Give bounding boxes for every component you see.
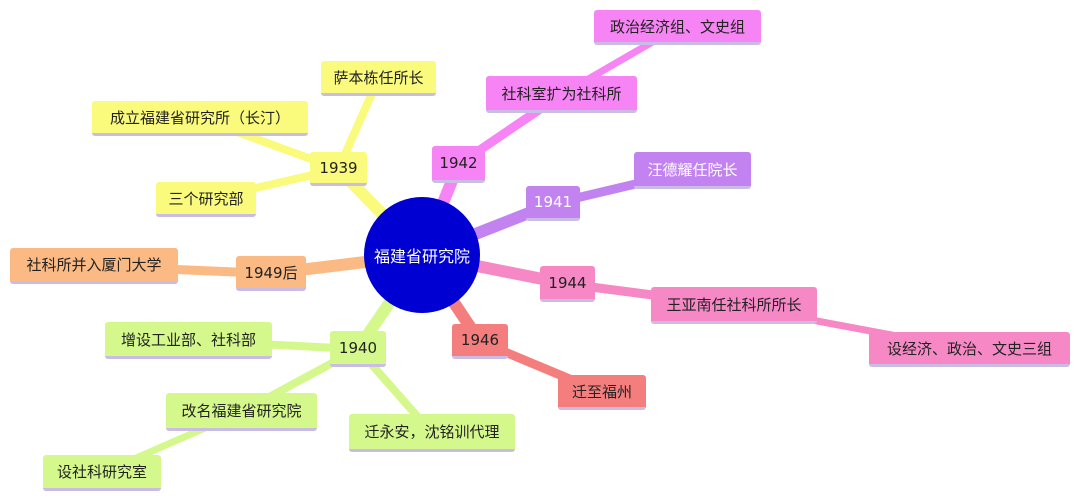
node-1942[interactable]: 1942 xyxy=(432,146,485,183)
node-move-fuzhou[interactable]: 迁至福州 xyxy=(558,375,646,410)
node-wang-deyao[interactable]: 汪德耀任院长 xyxy=(634,152,751,189)
node-wang-yanan[interactable]: 王亚南任社科所所长 xyxy=(651,287,817,324)
node-founded-changting[interactable]: 成立福建省研究所（长汀） xyxy=(92,101,308,136)
node-sa-bendong[interactable]: 萨本栋任所长 xyxy=(321,61,436,96)
node-social-science-institute[interactable]: 社科室扩为社科所 xyxy=(486,76,637,113)
node-merge-xiamen-university[interactable]: 社科所并入厦门大学 xyxy=(10,248,178,284)
node-rename-institute[interactable]: 改名福建省研究院 xyxy=(166,393,317,431)
node-1944[interactable]: 1944 xyxy=(540,266,595,302)
node-three-departments[interactable]: 三个研究部 xyxy=(156,182,256,217)
root-node[interactable]: 福建省研究院 xyxy=(364,197,480,313)
node-social-science-office[interactable]: 设社科研究室 xyxy=(43,455,161,491)
node-1946[interactable]: 1946 xyxy=(452,324,508,359)
node-1940[interactable]: 1940 xyxy=(330,331,386,367)
node-three-groups[interactable]: 设经济、政治、文史三组 xyxy=(869,332,1070,367)
node-1941[interactable]: 1941 xyxy=(526,186,580,221)
node-after-1949[interactable]: 1949后 xyxy=(236,256,306,291)
node-add-departments[interactable]: 增设工业部、社科部 xyxy=(105,322,272,359)
node-move-yongan[interactable]: 迁永安，沈铭训代理 xyxy=(349,414,515,452)
node-politics-economy-groups[interactable]: 政治经济组、文史组 xyxy=(594,10,761,45)
node-1939[interactable]: 1939 xyxy=(310,152,367,186)
